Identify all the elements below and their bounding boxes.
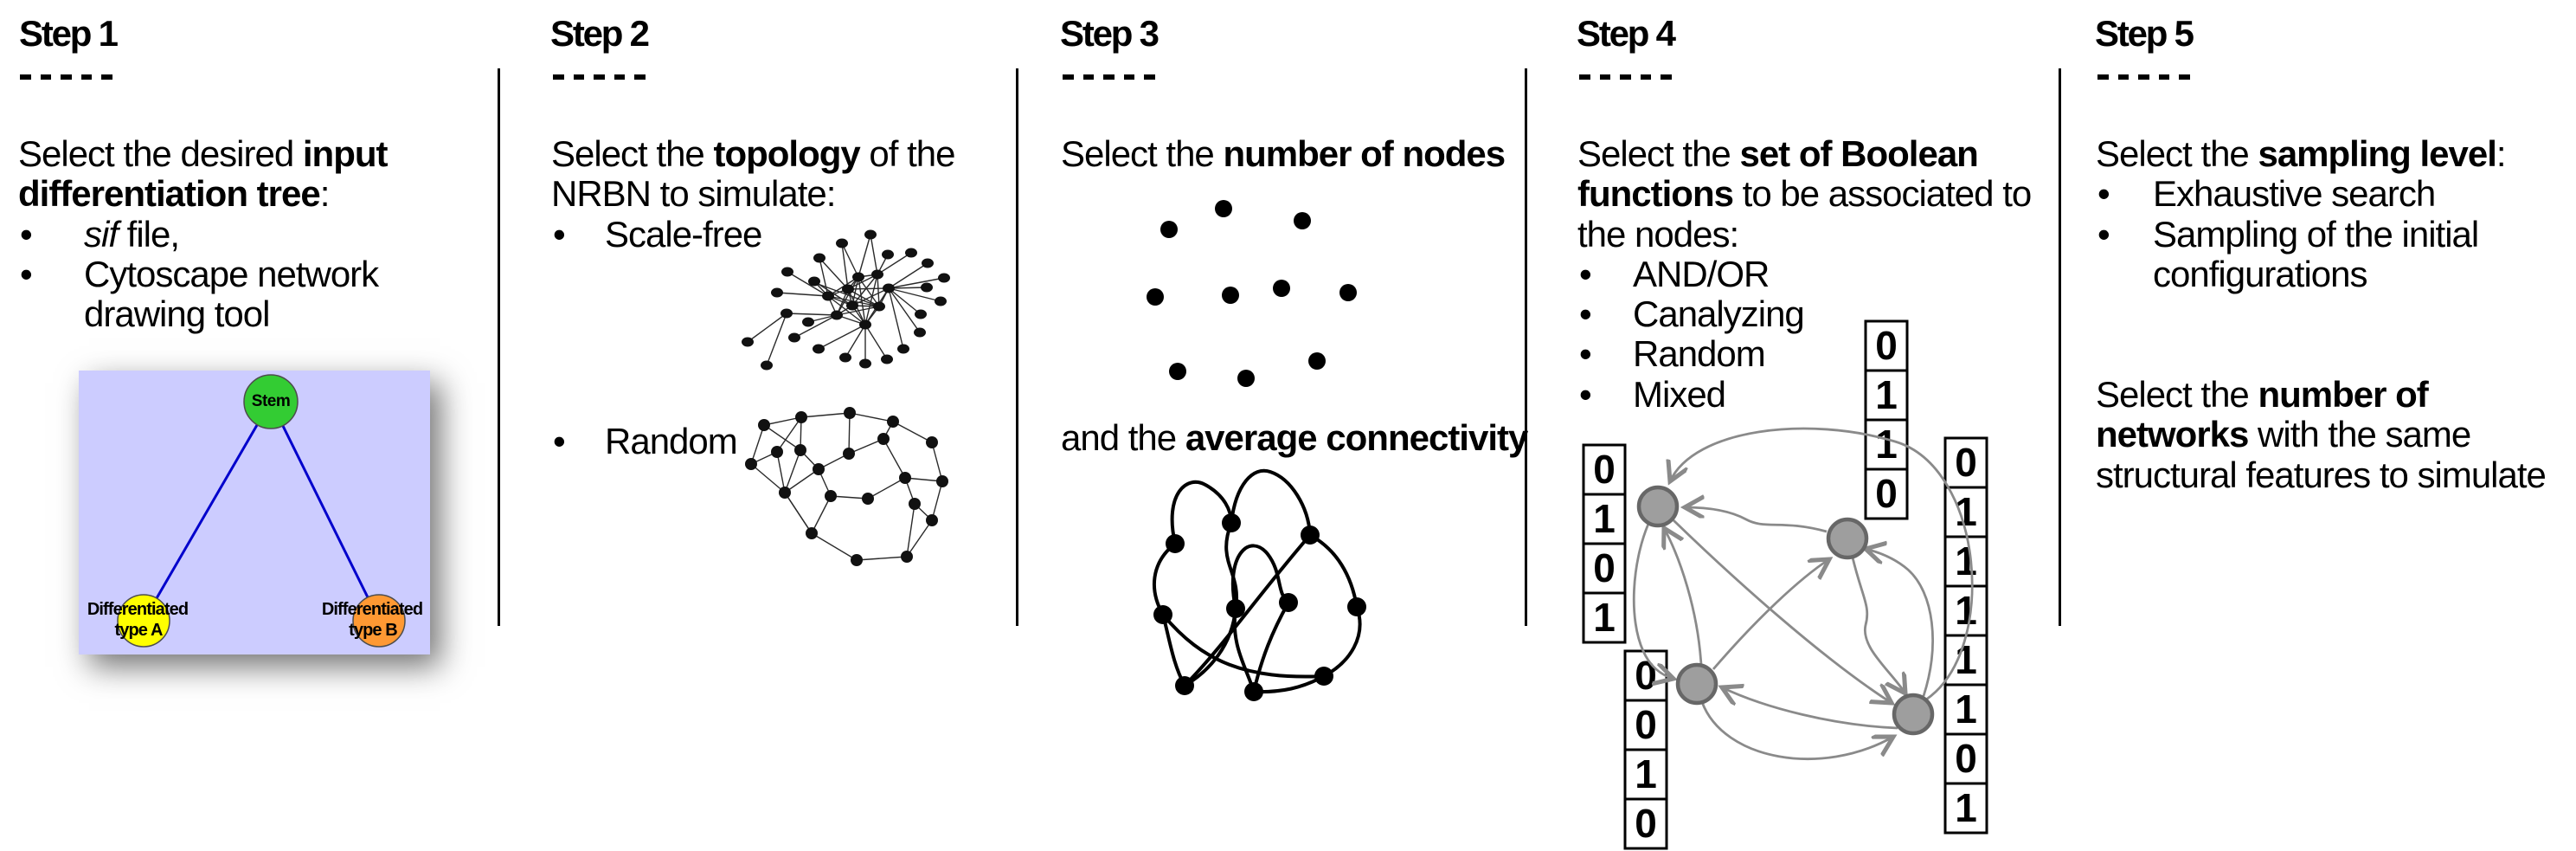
- svg-text:0: 0: [1955, 736, 1977, 781]
- svg-text:1: 1: [1955, 538, 1977, 583]
- svg-text:0: 0: [1955, 440, 1977, 485]
- svg-text:0: 0: [1635, 653, 1657, 698]
- svg-text:1: 1: [1955, 489, 1977, 534]
- svg-text:0: 0: [1635, 801, 1657, 846]
- svg-text:1: 1: [1955, 588, 1977, 633]
- svg-text:Differentiated: Differentiated: [322, 600, 422, 619]
- svg-text:1: 1: [1875, 372, 1898, 417]
- svg-text:0: 0: [1593, 545, 1616, 590]
- svg-text:0: 0: [1875, 323, 1898, 368]
- svg-text:type A: type A: [115, 621, 163, 640]
- svg-text:0: 0: [1593, 447, 1616, 492]
- svg-text:1: 1: [1955, 687, 1977, 732]
- svg-text:1: 1: [1875, 422, 1898, 467]
- svg-text:1: 1: [1635, 751, 1657, 796]
- svg-text:Differentiated: Differentiated: [87, 600, 188, 619]
- svg-text:Stem: Stem: [252, 392, 290, 410]
- svg-text:1: 1: [1593, 496, 1616, 541]
- svg-text:type B: type B: [349, 621, 397, 640]
- svg-text:1: 1: [1593, 595, 1616, 640]
- svg-text:1: 1: [1955, 785, 1977, 830]
- svg-text:0: 0: [1635, 702, 1657, 747]
- svg-text:0: 0: [1875, 471, 1898, 516]
